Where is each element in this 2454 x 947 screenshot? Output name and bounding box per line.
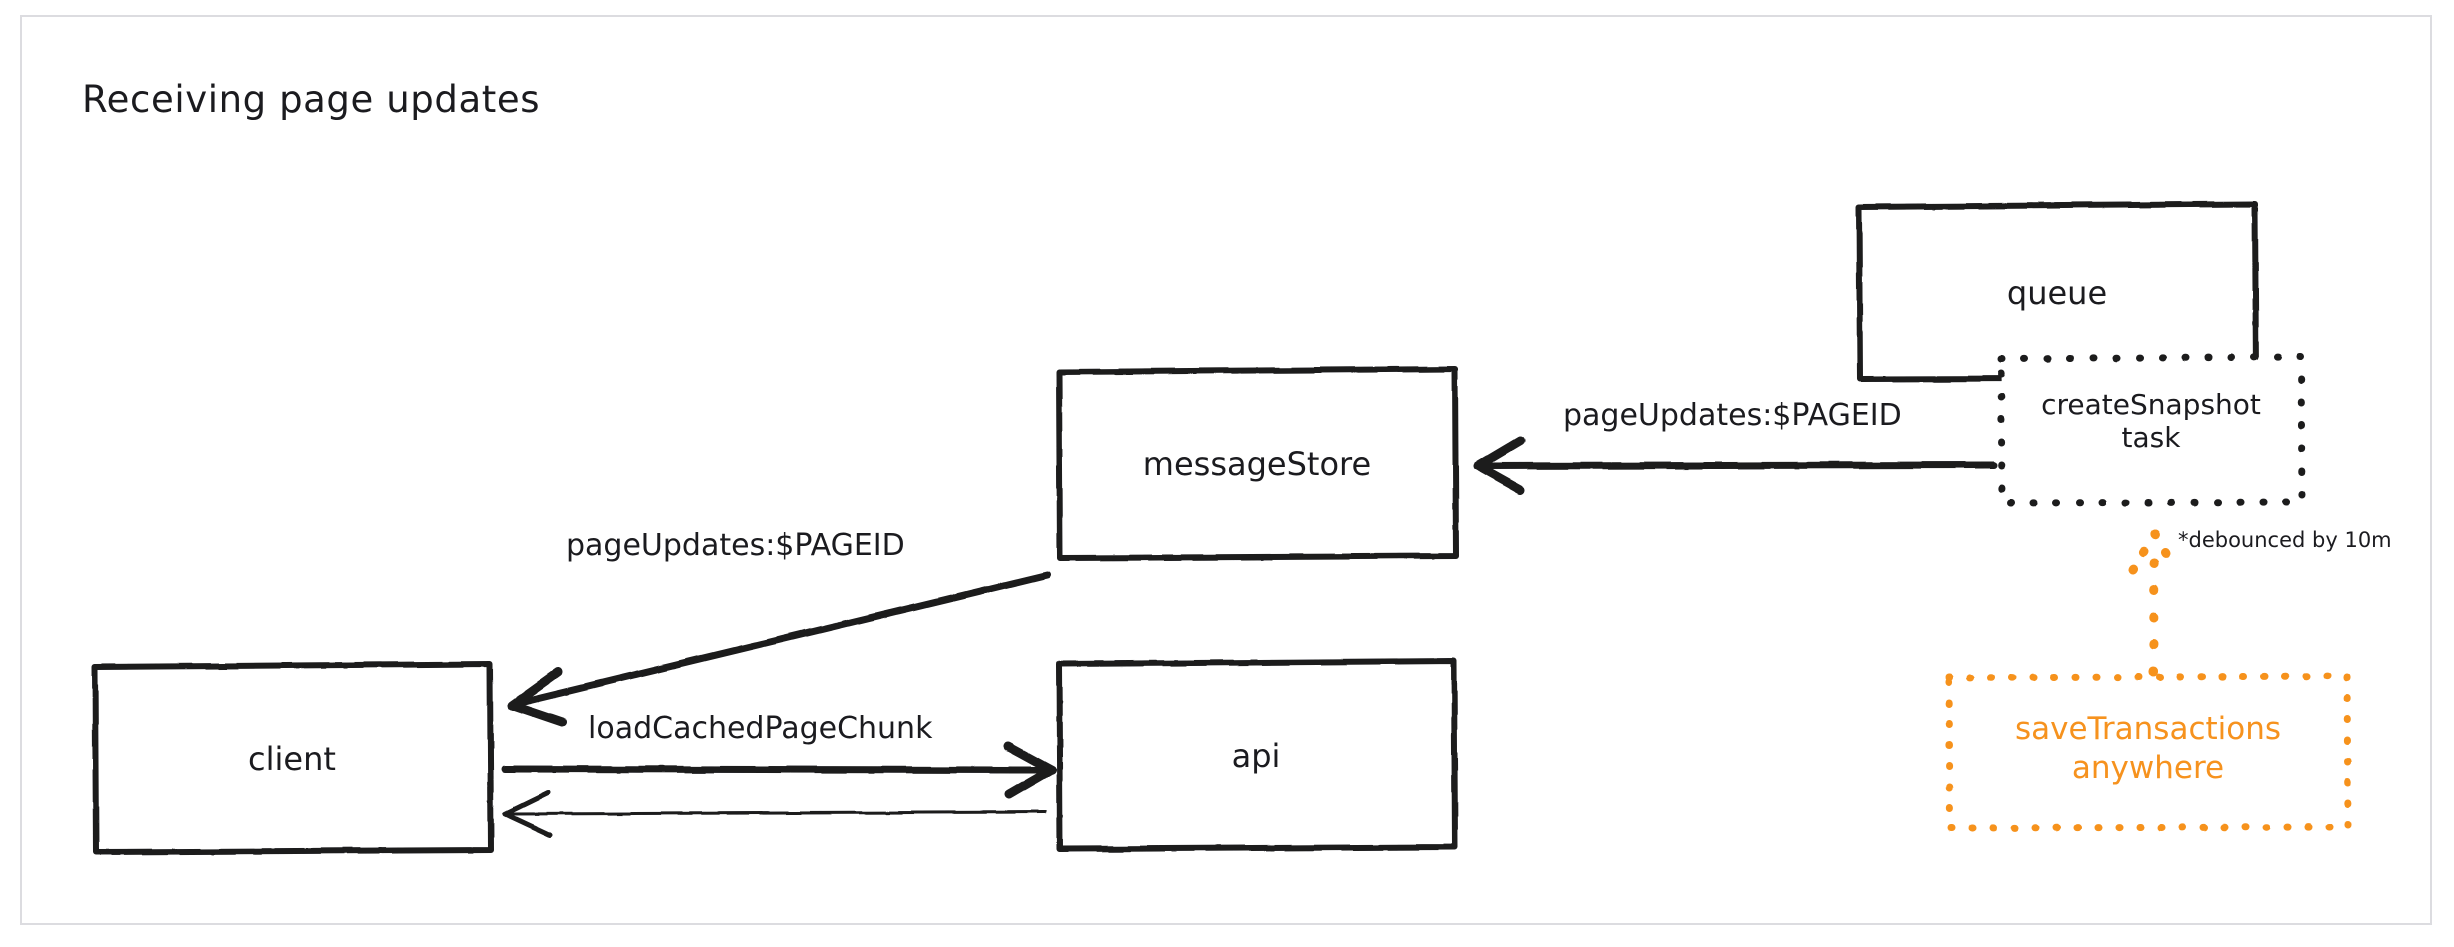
node-savetransactions[interactable] xyxy=(1945,672,2352,832)
edge-savetransactions-to-snapshot[interactable] xyxy=(2128,529,2181,677)
node-hit-client[interactable] xyxy=(94,664,490,851)
edge-label-debounce-note: *debounced by 10m xyxy=(2178,528,2392,552)
edge-api-to-client[interactable] xyxy=(502,790,1047,838)
node-api[interactable] xyxy=(1056,658,1458,852)
edge-label-client-to-api: loadCachedPageChunk xyxy=(588,711,933,746)
page-title: Receiving page updates xyxy=(82,78,541,121)
edge-client-to-api[interactable] xyxy=(501,741,1057,800)
edge-label-snapshot-to-messagestore: pageUpdates:$PAGEID xyxy=(1563,398,1902,433)
node-hit-messagestore[interactable] xyxy=(1058,369,1456,558)
node-hit-api[interactable] xyxy=(1058,661,1454,848)
node-messagestore[interactable] xyxy=(1056,366,1459,561)
node-label-savetransactions: saveTransactions anywhere xyxy=(2014,711,2282,786)
edge-snapshot-to-messagestore[interactable] xyxy=(1473,436,1998,495)
node-createsnapshot[interactable] xyxy=(1997,353,2306,507)
node-client[interactable] xyxy=(92,661,494,855)
node-hit-queue[interactable] xyxy=(1858,204,2256,354)
node-hit-createsnapshot[interactable] xyxy=(2000,357,2302,503)
edge-messagestore-to-client[interactable] xyxy=(507,571,1051,727)
node-hit-savetransactions[interactable] xyxy=(1948,676,2348,828)
edge-label-messagestore-to-client: pageUpdates:$PAGEID xyxy=(566,528,905,563)
